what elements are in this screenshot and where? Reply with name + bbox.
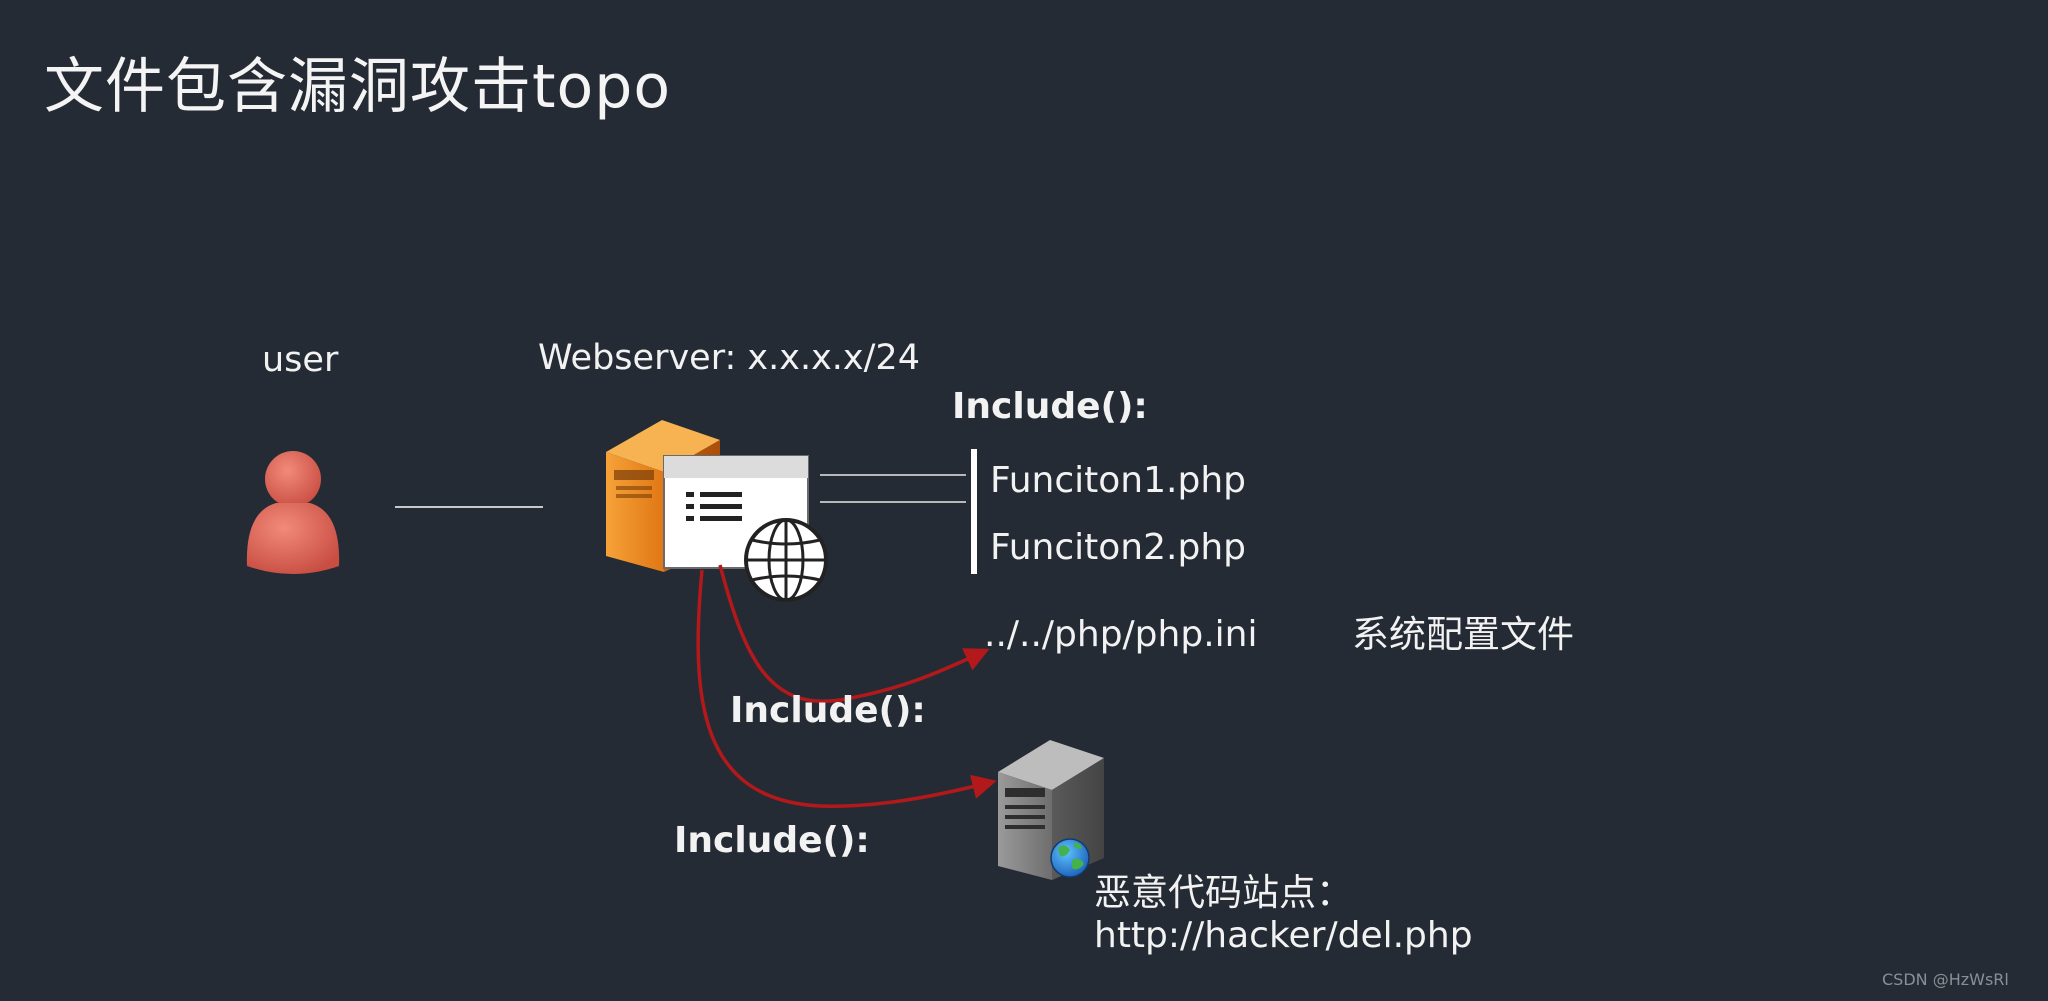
- ini-path: ../../php/php.ini: [984, 614, 1258, 655]
- remote-server-icon: [998, 740, 1104, 880]
- include-ini-label: Include():: [730, 690, 926, 731]
- webserver-label: Webserver: x.x.x.x/24: [538, 338, 920, 378]
- user-label: user: [262, 340, 339, 380]
- malicious-site-label: 恶意代码站点：: [1094, 871, 1353, 914]
- include-top-label: Include():: [952, 386, 1148, 427]
- file-item-2: Funciton2.php: [990, 527, 1246, 568]
- ini-description: 系统配置文件: [1352, 613, 1574, 656]
- include-ini-arrow: [718, 564, 990, 703]
- web-server-icon: [606, 420, 828, 602]
- user-icon: [246, 451, 340, 574]
- watermark: CSDN @HzWsRl: [1882, 970, 2009, 989]
- file-list-bar: [971, 449, 977, 574]
- file-item-1: Funciton1.php: [990, 460, 1246, 501]
- include-remote-label: Include():: [674, 820, 870, 861]
- malicious-site-url: http://hacker/del.php: [1094, 915, 1473, 956]
- include-remote-arrow: [696, 569, 997, 808]
- page-title: 文件包含漏洞攻击topo: [44, 52, 672, 122]
